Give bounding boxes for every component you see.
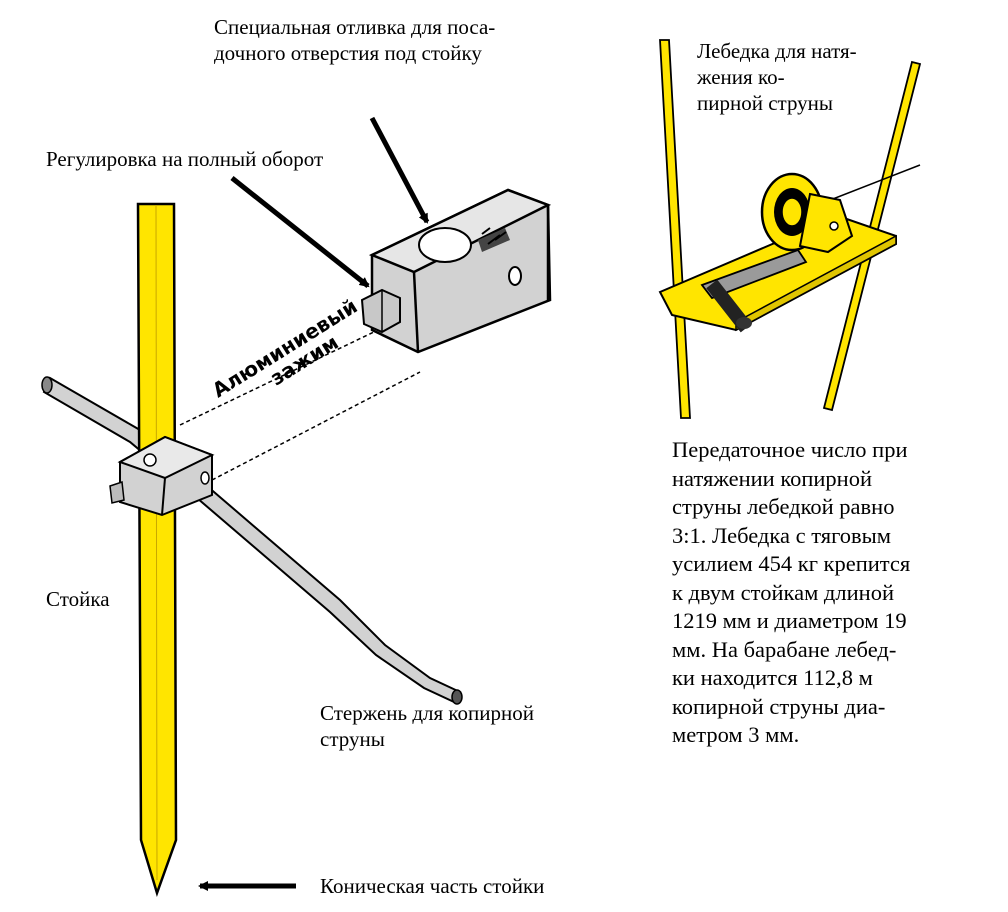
- adjustment-label: Регулировка на полный оборот: [46, 147, 324, 171]
- string-rod: [41, 376, 463, 705]
- clamp-enlarged: [360, 188, 552, 354]
- winch-assembly: [658, 39, 922, 419]
- casting-label: Специальная отливка для поса- дочного от…: [214, 15, 496, 65]
- pointer-arrows: [198, 116, 430, 891]
- clamp-on-post: [109, 435, 215, 517]
- winch-description: Передаточное число при натяжении копирно…: [672, 437, 911, 747]
- post-label: Стойка: [46, 587, 110, 611]
- winch-label: Лебедка для натя- жения ко- пирной струн…: [697, 39, 857, 115]
- post: [136, 202, 178, 897]
- projection-lines: [179, 329, 421, 481]
- tip-label: Коническая часть стойки: [320, 874, 545, 898]
- clamp-caption: Алюминиевый зажим: [208, 294, 362, 402]
- rod-label: Стержень для копирной струны: [320, 701, 535, 751]
